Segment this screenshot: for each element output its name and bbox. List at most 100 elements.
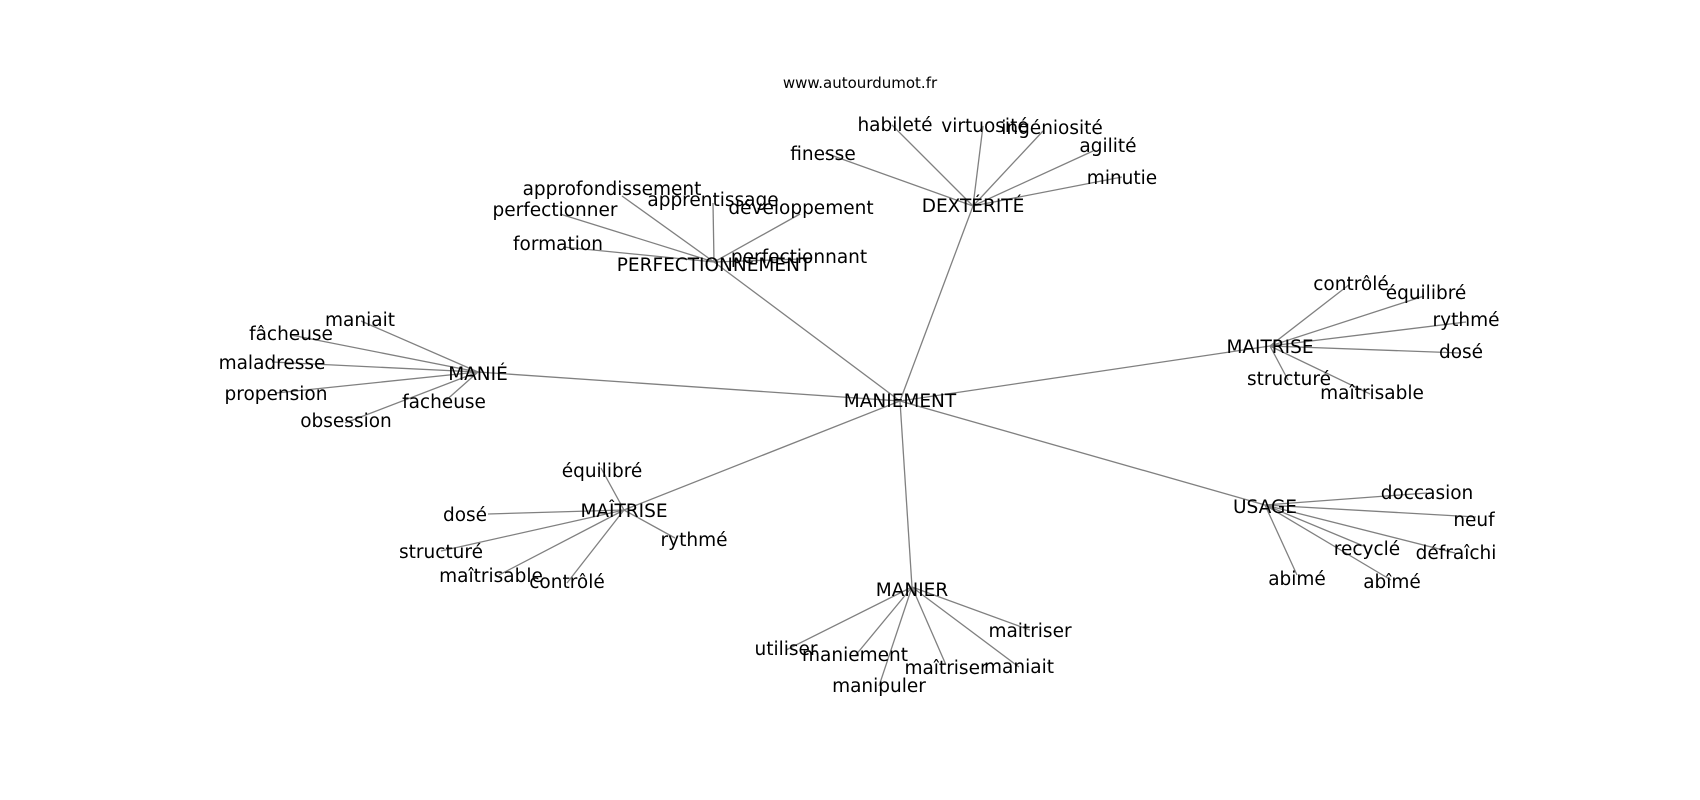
leaf-label-perfectionnement-2: apprentissage: [647, 190, 778, 211]
leaf-label-usage-0: doccasion: [1381, 483, 1474, 504]
edge-manier-leaf-0: [911, 586, 1031, 631]
edge-center-maitrise-lower: [623, 400, 901, 511]
edge-maitrise-upper-leaf-5: [1269, 345, 1371, 395]
leaf-label-perfectionnement-0: approfondissement: [523, 179, 702, 200]
edge-perfectionnement-leaf-4: [562, 246, 715, 263]
leaf-label-dexterite-3: ingéniosité: [1001, 118, 1103, 139]
edge-dexterite-leaf-5: [972, 176, 1123, 207]
leaf-label-manie-0: maniait: [325, 310, 395, 331]
leaf-label-maitrise-lower-4: maîtrisable: [439, 566, 543, 587]
site-url: www.autourdumot.fr: [783, 74, 938, 92]
leaf-label-dexterite-1: habileté: [857, 115, 932, 136]
leaf-label-manier-5: manipuler: [832, 676, 926, 697]
leaf-label-maitrise-upper-0: contrôlé: [1313, 274, 1389, 295]
leaf-label-manie-1: fâcheuse: [249, 324, 333, 345]
leaf-label-dexterite-4: agilité: [1079, 136, 1136, 157]
leaf-label-manie-3: propension: [225, 384, 328, 405]
edge-manie-leaf-2: [271, 361, 479, 373]
leaf-label-maitrise-lower-0: équilibré: [562, 461, 643, 482]
edge-dexterite-leaf-1: [891, 124, 974, 207]
hub-label-usage: USAGE: [1233, 497, 1297, 518]
leaf-label-manier-1: utiliser: [754, 639, 817, 660]
leaf-label-manie-4: facheuse: [402, 392, 486, 413]
leaf-label-maitrise-upper-1: équilibré: [1386, 283, 1467, 304]
edge-usage-leaf-1: [1264, 504, 1477, 518]
hub-label-maitrise-lower: MAÎTRISE: [580, 500, 667, 522]
edge-maitrise-lower-leaf-4: [498, 509, 625, 576]
edge-dexterite-leaf-0: [824, 152, 974, 207]
edge-maitrise-lower-leaf-2: [623, 509, 676, 539]
leaf-label-dexterite-0: finesse: [790, 144, 855, 165]
edge-manie-leaf-0: [360, 320, 479, 373]
edge-manier-leaf-3: [911, 586, 947, 666]
leaf-label-maitrise-lower-2: rythmé: [661, 530, 728, 551]
edge-perfectionnement-leaf-1: [559, 213, 715, 263]
leaf-label-perfectionnement-4: formation: [513, 234, 603, 255]
edge-manier-leaf-4: [911, 586, 1020, 668]
graph-labels: www.autourdumot.fr MANIEMENT DEXTÉRITÉ fi…: [219, 74, 1500, 697]
edge-center-maitrise-upper: [899, 345, 1271, 402]
edge-manie-leaf-1: [290, 334, 479, 373]
hub-label-perfectionnement: PERFECTIONNEMENT: [617, 255, 812, 276]
center-node-label: MANIEMENT: [844, 391, 957, 412]
leaf-label-usage-4: abimé: [1268, 569, 1326, 590]
edge-manier-leaf-5: [878, 586, 913, 687]
leaf-label-maitrise-upper-5: maîtrisable: [1320, 383, 1424, 404]
edge-maitrise-upper-leaf-0: [1269, 283, 1351, 347]
edge-usage-leaf-3: [1264, 504, 1456, 554]
edge-dexterite-leaf-2: [972, 125, 984, 207]
edge-dexterite-leaf-4: [972, 150, 1094, 207]
leaf-label-maitrise-lower-5: contrôlé: [529, 572, 605, 593]
edge-center-manie: [477, 371, 901, 402]
leaf-label-manier-0: maitriser: [988, 621, 1072, 642]
leaf-label-manier-3: maîtriser: [904, 658, 988, 679]
leaf-label-perfectionnement-3: développement: [728, 198, 873, 219]
hub-label-manie: MANIÉ: [448, 363, 508, 385]
edge-manie-leaf-3: [275, 371, 479, 394]
edge-usage-leaf-5: [1264, 504, 1392, 581]
hub-label-manier: MANIER: [876, 580, 949, 601]
edge-usage-leaf-4: [1264, 504, 1298, 576]
leaf-label-maitrise-upper-3: dosé: [1439, 342, 1483, 363]
leaf-label-maitrise-lower-3: structuré: [399, 542, 483, 563]
leaf-label-maitrise-upper-2: rythmé: [1433, 310, 1500, 331]
edge-manie-leaf-5: [344, 371, 479, 424]
edge-maitrise-upper-leaf-3: [1269, 345, 1462, 354]
edge-maitrise-upper-leaf-1: [1269, 295, 1425, 347]
edge-maitrise-lower-leaf-1: [487, 509, 625, 515]
leaf-label-manier-4: maniait: [984, 657, 1054, 678]
edge-maitrise-upper-leaf-4: [1269, 345, 1289, 381]
edge-manie-leaf-4: [442, 371, 479, 404]
edge-manier-leaf-1: [785, 586, 913, 651]
leaf-label-dexterite-2: virtuosité: [941, 116, 1028, 137]
hub-label-dexterite: DEXTÉRITÉ: [922, 195, 1025, 217]
edge-center-perfectionnement: [713, 261, 901, 402]
leaf-label-dexterite-5: minutie: [1087, 168, 1157, 189]
hub-label-maitrise-upper: MAITRISE: [1226, 337, 1313, 358]
leaf-label-usage-5: abîmé: [1363, 572, 1421, 593]
leaf-label-perfectionnement-1: perfectionner: [493, 200, 618, 221]
edge-center-usage: [899, 400, 1266, 506]
edge-center-manier: [899, 400, 913, 588]
leaf-label-usage-2: recyclé: [1334, 539, 1400, 560]
edge-perfectionnement-leaf-5: [713, 258, 802, 263]
leaf-label-maitrise-upper-4: structuré: [1247, 369, 1331, 390]
graph-edges: [271, 124, 1477, 687]
edge-perfectionnement-leaf-3: [713, 213, 801, 263]
edge-maitrise-lower-leaf-0: [600, 467, 625, 511]
leaf-label-perfectionnement-5: perfectionnant: [731, 247, 867, 268]
leaf-label-manier-2: maniement: [802, 645, 908, 666]
edge-maitrise-lower-leaf-5: [566, 509, 625, 584]
edge-maitrise-upper-leaf-2: [1269, 321, 1467, 347]
edge-perfectionnement-leaf-2: [712, 202, 715, 263]
edge-usage-leaf-0: [1264, 492, 1428, 506]
edge-perfectionnement-leaf-0: [621, 195, 715, 263]
leaf-label-maitrise-lower-1: dosé: [443, 505, 487, 526]
leaf-label-manie-2: maladresse: [219, 353, 326, 374]
edge-center-dexterite: [899, 205, 974, 402]
edge-dexterite-leaf-3: [972, 130, 1044, 207]
leaf-label-manie-5: obsession: [300, 411, 392, 432]
edge-maitrise-lower-leaf-3: [440, 509, 625, 552]
leaf-label-usage-1: neuf: [1453, 510, 1495, 531]
